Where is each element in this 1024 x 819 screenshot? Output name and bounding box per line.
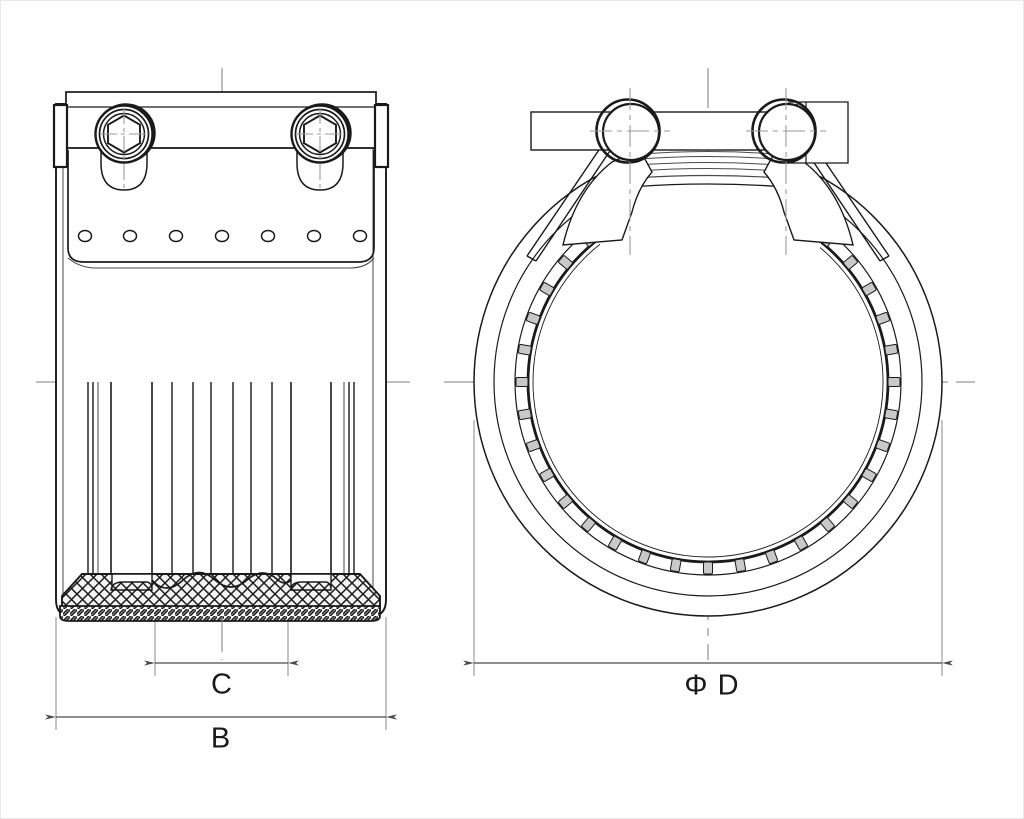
opening-mask xyxy=(600,150,820,300)
tooth xyxy=(517,343,532,356)
tie-bar-right-end xyxy=(879,255,890,262)
side-lug-end-tab-left xyxy=(52,103,69,169)
side-perforated-strip xyxy=(67,150,375,263)
strip-hole xyxy=(260,229,276,243)
end-bolt-right xyxy=(746,88,826,255)
strip-hole xyxy=(214,229,230,243)
gasket-wave-bead xyxy=(151,571,292,589)
tooth xyxy=(843,255,858,270)
tooth xyxy=(875,312,891,325)
strip-hole xyxy=(306,229,322,243)
tie-bar-left-end xyxy=(526,255,537,262)
tooth xyxy=(765,549,778,565)
tooth xyxy=(875,439,891,452)
strip-hole xyxy=(122,229,138,243)
tooth xyxy=(515,377,529,387)
side-gasket-seal xyxy=(59,571,381,622)
strip-hole xyxy=(77,229,93,243)
gasket-outer-skin xyxy=(59,605,381,622)
bolt-hex-socket-left xyxy=(107,114,141,154)
tooth xyxy=(558,494,573,509)
tooth xyxy=(861,468,877,482)
end-section-view xyxy=(444,68,975,676)
tooth xyxy=(525,312,541,325)
dimension-b: B xyxy=(45,714,397,755)
dimension-phi-d-label: Φ D xyxy=(684,670,739,702)
tooth xyxy=(861,282,877,296)
side-elevation-view xyxy=(36,68,410,730)
dimension-phi-d: Φ D xyxy=(463,660,953,702)
side-strip-hole-row xyxy=(77,229,368,243)
end-bolt-inner-ring-right xyxy=(757,102,817,162)
tooth xyxy=(794,535,808,551)
side-bolt-assembly-left xyxy=(94,103,156,191)
gasket-pocket-right xyxy=(290,573,332,591)
tooth xyxy=(887,377,901,387)
tooth xyxy=(525,439,541,452)
end-bolt-left xyxy=(590,88,670,255)
strip-hole xyxy=(352,229,368,243)
tooth xyxy=(517,408,532,421)
side-lug-end-tab-right xyxy=(373,103,390,169)
side-perforated-strip-lower-edge xyxy=(67,257,375,269)
tooth xyxy=(734,558,747,573)
strip-hole xyxy=(168,229,184,243)
tooth xyxy=(539,282,555,296)
dimension-c: C xyxy=(144,660,299,701)
tooth xyxy=(884,343,899,356)
tooth xyxy=(703,561,713,575)
side-interior-ribs xyxy=(87,382,355,596)
tooth xyxy=(884,408,899,421)
tooth xyxy=(638,549,651,565)
tooth xyxy=(843,494,858,509)
end-bolt-inner-ring-left xyxy=(601,102,661,162)
tooth xyxy=(581,517,596,532)
tooth xyxy=(820,517,835,532)
dimension-c-label: C xyxy=(211,669,233,701)
bolt-hex-socket-right xyxy=(303,114,337,154)
tooth xyxy=(558,255,573,270)
gasket-pocket-left xyxy=(110,573,153,591)
tooth xyxy=(608,535,622,551)
tooth xyxy=(669,558,682,573)
dimension-b-label: B xyxy=(211,723,231,755)
tooth xyxy=(539,468,555,482)
side-bolt-assembly-right xyxy=(290,103,352,191)
